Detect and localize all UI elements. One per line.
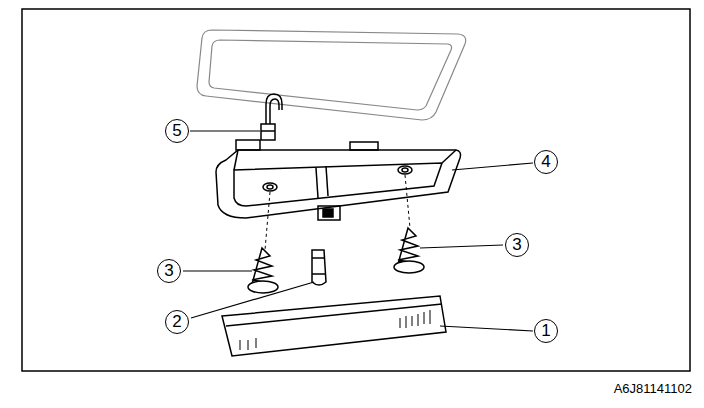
callout-number: 2 xyxy=(165,310,189,334)
callout-number: 3 xyxy=(157,259,181,283)
bulb xyxy=(312,250,326,285)
connector xyxy=(261,94,282,140)
callout-number: 5 xyxy=(165,119,189,143)
leader-line xyxy=(183,131,533,331)
gasket xyxy=(197,30,466,120)
assembly-line xyxy=(265,175,410,250)
callout-number: 4 xyxy=(534,150,558,174)
figure-code: A6J81141102 xyxy=(614,381,692,396)
callout-number: 3 xyxy=(505,233,529,257)
screw xyxy=(248,228,424,293)
callout-number: 1 xyxy=(534,319,558,343)
housing xyxy=(216,140,461,220)
frame xyxy=(22,9,690,371)
lens xyxy=(222,296,446,356)
